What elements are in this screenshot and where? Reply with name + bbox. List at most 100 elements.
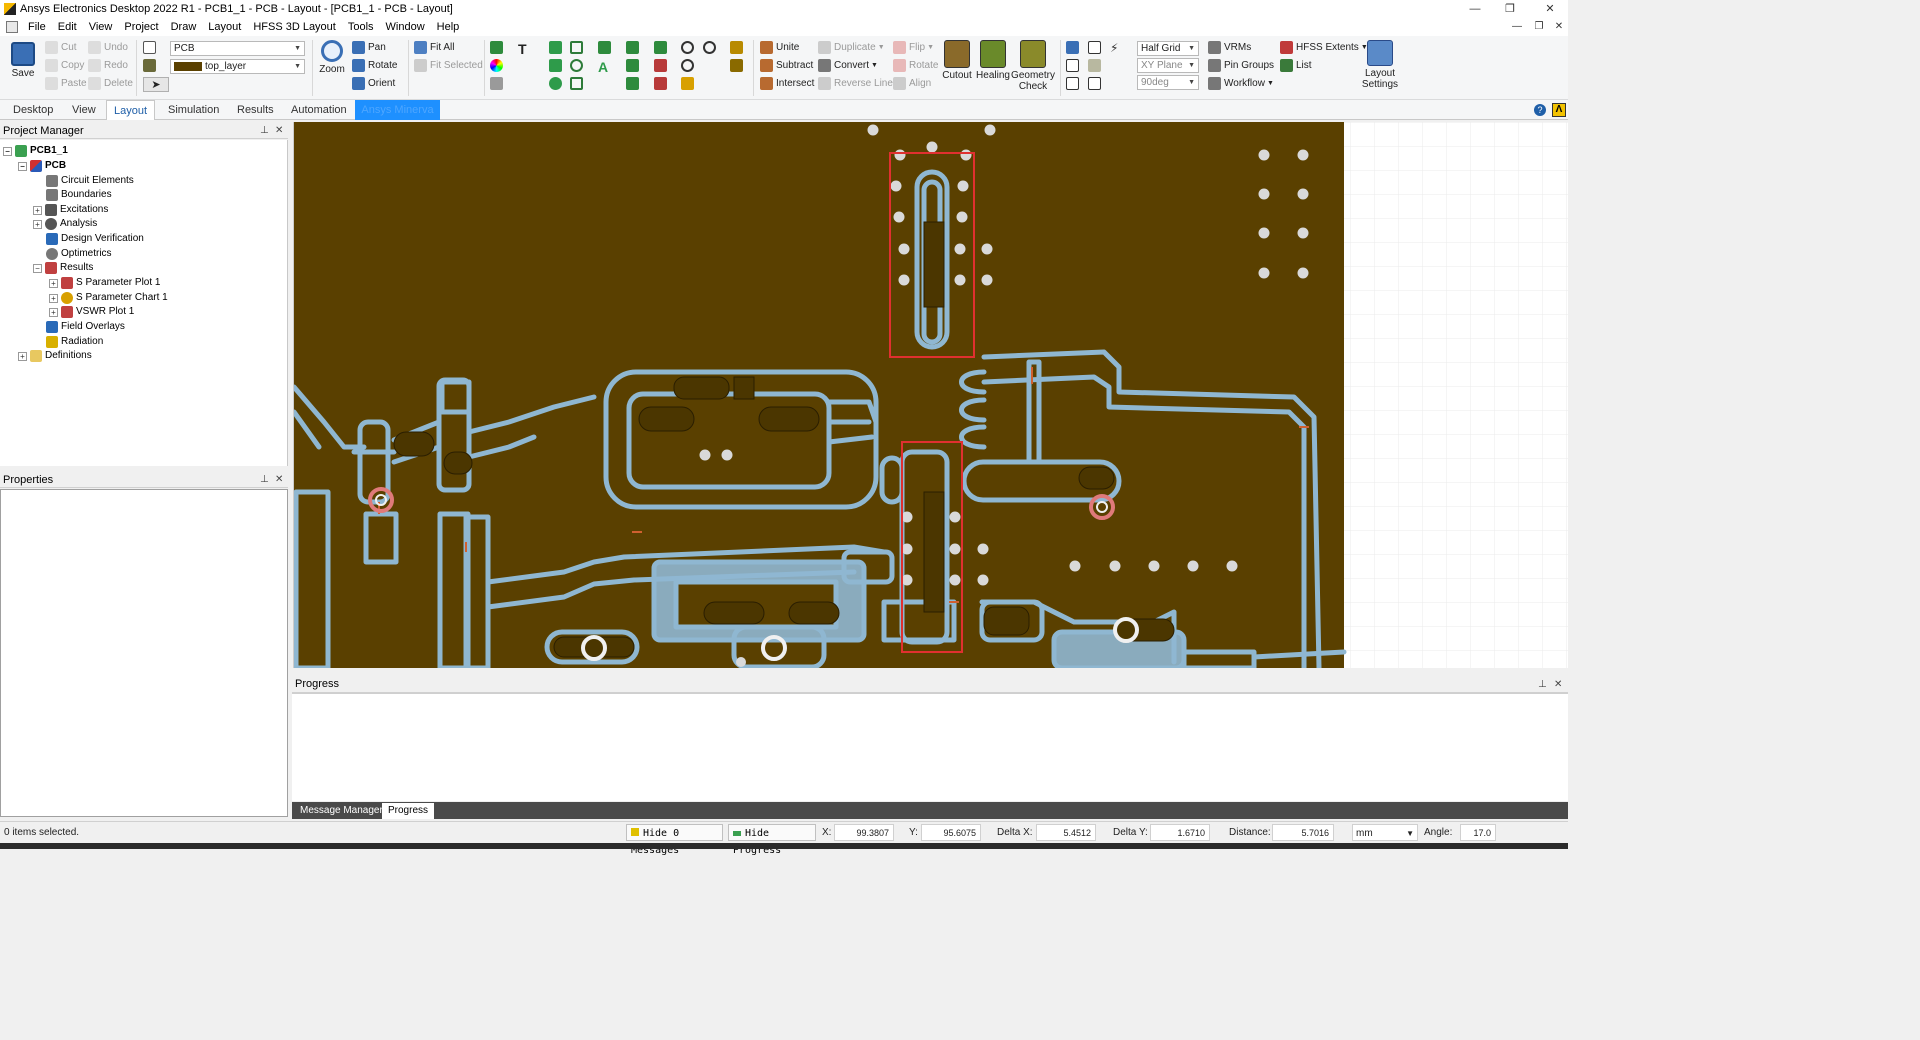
undo-button[interactable]: Undo (88, 41, 128, 54)
edge-port-icon[interactable] (654, 59, 670, 72)
tree-item-s-parameter-chart-1[interactable]: +S Parameter Chart 1 (49, 291, 168, 305)
expand-icon[interactable]: + (33, 219, 42, 229)
warning-icon[interactable]: Λ (1552, 103, 1566, 117)
color-wheel-icon[interactable] (490, 59, 506, 72)
collapse-icon[interactable]: − (18, 161, 27, 171)
pin-icon[interactable]: ⊥ (260, 125, 269, 136)
tab-message-manager[interactable]: Message Manager (300, 805, 383, 816)
reverse-line-button[interactable]: Reverse Line (818, 77, 893, 90)
mdi-minimize-button[interactable]: — (1512, 21, 1522, 32)
snap-edge-icon[interactable] (1066, 59, 1082, 72)
ground-icon[interactable] (730, 59, 746, 72)
tree-item-analysis[interactable]: +Analysis (33, 217, 97, 231)
tree-item-pcb[interactable]: −PCB (18, 159, 66, 173)
collapse-icon[interactable]: − (33, 263, 42, 273)
tab-layout[interactable]: Layout (106, 100, 155, 120)
menu-edit[interactable]: Edit (57, 21, 77, 33)
layers-icon[interactable] (143, 59, 159, 72)
menu-tools[interactable]: Tools (347, 21, 374, 33)
draw-polygon-icon[interactable] (549, 41, 565, 54)
cutout-button[interactable]: Cutout (940, 40, 974, 81)
rotate-object-button[interactable]: Rotate (893, 59, 938, 72)
layout-settings-button[interactable]: Layout Settings (1360, 40, 1400, 90)
pin-icon[interactable]: ⊥ (1538, 679, 1547, 690)
healing-button[interactable]: Healing (975, 40, 1011, 81)
menu-project[interactable]: Project (124, 21, 159, 33)
menu-draw[interactable]: Draw (170, 21, 197, 33)
menu-file[interactable]: File (28, 21, 46, 33)
redo-button[interactable]: Redo (88, 59, 128, 72)
snap-lightning-icon[interactable]: ⚡ (1110, 41, 1118, 55)
hide-progress-button[interactable]: Hide Progress (728, 824, 816, 856)
menu-view[interactable]: View (88, 21, 113, 33)
hide-messages-button[interactable]: Hide 0 Messages (626, 824, 723, 856)
close-icon[interactable]: ✕ (1554, 679, 1563, 690)
design-combo[interactable]: PCB▼ (170, 41, 305, 56)
cut-button[interactable]: Cut (45, 41, 77, 54)
angle-combo[interactable]: 90deg▼ (1137, 75, 1199, 90)
units-select[interactable]: mm▼ (1352, 824, 1418, 841)
layout-canvas[interactable] (293, 122, 1568, 668)
tree-item-design-verification[interactable]: Design Verification (46, 232, 144, 246)
fit-selected-button[interactable]: Fit Selected (414, 59, 483, 72)
pointer-select-button[interactable]: ➤ (143, 77, 169, 92)
tree-item-radiation[interactable]: Radiation (46, 335, 103, 349)
delete-button[interactable]: Delete (88, 77, 133, 90)
convert-button[interactable]: Convert▼ (818, 59, 878, 72)
tree-item-s-parameter-plot-1[interactable]: +S Parameter Plot 1 (49, 276, 160, 290)
restore-button[interactable]: ❐ (1505, 3, 1515, 15)
pin-groups-button[interactable]: Pin Groups (1208, 59, 1274, 72)
tree-item-excitations[interactable]: +Excitations (33, 203, 108, 217)
copy-button[interactable]: Copy (45, 59, 84, 72)
tab-view[interactable]: View (72, 104, 96, 116)
close-button[interactable]: ✕ (1545, 3, 1555, 15)
menu-layout[interactable]: Layout (208, 21, 242, 33)
disconnect-icon[interactable] (654, 77, 670, 90)
expand-icon[interactable]: + (33, 205, 42, 215)
draw-arc-icon[interactable] (570, 41, 586, 54)
mdi-close-button[interactable]: ✕ (1554, 21, 1564, 32)
snap-center-icon[interactable] (1066, 77, 1082, 90)
app-menu-icon[interactable] (6, 21, 18, 33)
orient-button[interactable]: Orient (352, 77, 395, 90)
draw-spiral-icon[interactable] (570, 59, 586, 72)
tree-item-vswr-plot-1[interactable]: +VSWR Plot 1 (49, 305, 134, 319)
zoom-button[interactable]: Zoom (317, 40, 347, 75)
tab-ansys-minerva[interactable]: Ansys Minerva (355, 100, 440, 120)
snap-face-icon[interactable] (1088, 59, 1104, 72)
intersect-button[interactable]: Intersect (760, 77, 814, 90)
expand-icon[interactable]: + (49, 293, 58, 303)
tab-simulation[interactable]: Simulation (168, 104, 220, 116)
stack-icon[interactable] (681, 77, 697, 90)
tree-item-boundaries[interactable]: Boundaries (46, 188, 112, 202)
tab-desktop[interactable]: Desktop (13, 104, 54, 116)
layer-combo[interactable]: top_layer▼ (170, 59, 305, 74)
expand-icon[interactable]: + (49, 278, 58, 288)
via-3d-icon[interactable] (626, 77, 642, 90)
pin-icon[interactable]: ⊥ (260, 474, 269, 485)
close-icon[interactable]: ✕ (275, 125, 284, 136)
grid-color-icon[interactable] (490, 41, 506, 54)
port-icon[interactable] (626, 41, 642, 54)
grid-toggle-icon[interactable] (490, 77, 506, 90)
snap-vertex-icon[interactable] (1088, 41, 1104, 54)
up-icon[interactable] (681, 59, 697, 72)
flip-button[interactable]: Flip▼ (893, 41, 934, 54)
list-button[interactable]: List (1280, 59, 1312, 72)
snap-quad-icon[interactable] (1088, 77, 1104, 90)
align-button[interactable]: Align (893, 77, 931, 90)
tab-automation[interactable]: Automation (291, 104, 347, 116)
help-icon[interactable]: ? (1534, 104, 1546, 116)
vrms-button[interactable]: VRMs (1208, 41, 1251, 54)
unite-button[interactable]: Unite (760, 41, 799, 54)
select-mode-icon[interactable] (143, 41, 159, 54)
pin-icon[interactable] (681, 41, 697, 54)
collapse-icon[interactable]: − (3, 146, 12, 156)
snap-grid-icon[interactable] (1066, 41, 1082, 54)
menu-hfss-3d-layout[interactable]: HFSS 3D Layout (253, 21, 336, 33)
plane-combo[interactable]: XY Plane▼ (1137, 58, 1199, 73)
probe-icon[interactable] (730, 41, 746, 54)
draw-rectangle-icon[interactable] (549, 59, 565, 72)
tree-item-results[interactable]: −Results (33, 261, 93, 275)
paste-button[interactable]: Paste (45, 77, 87, 90)
